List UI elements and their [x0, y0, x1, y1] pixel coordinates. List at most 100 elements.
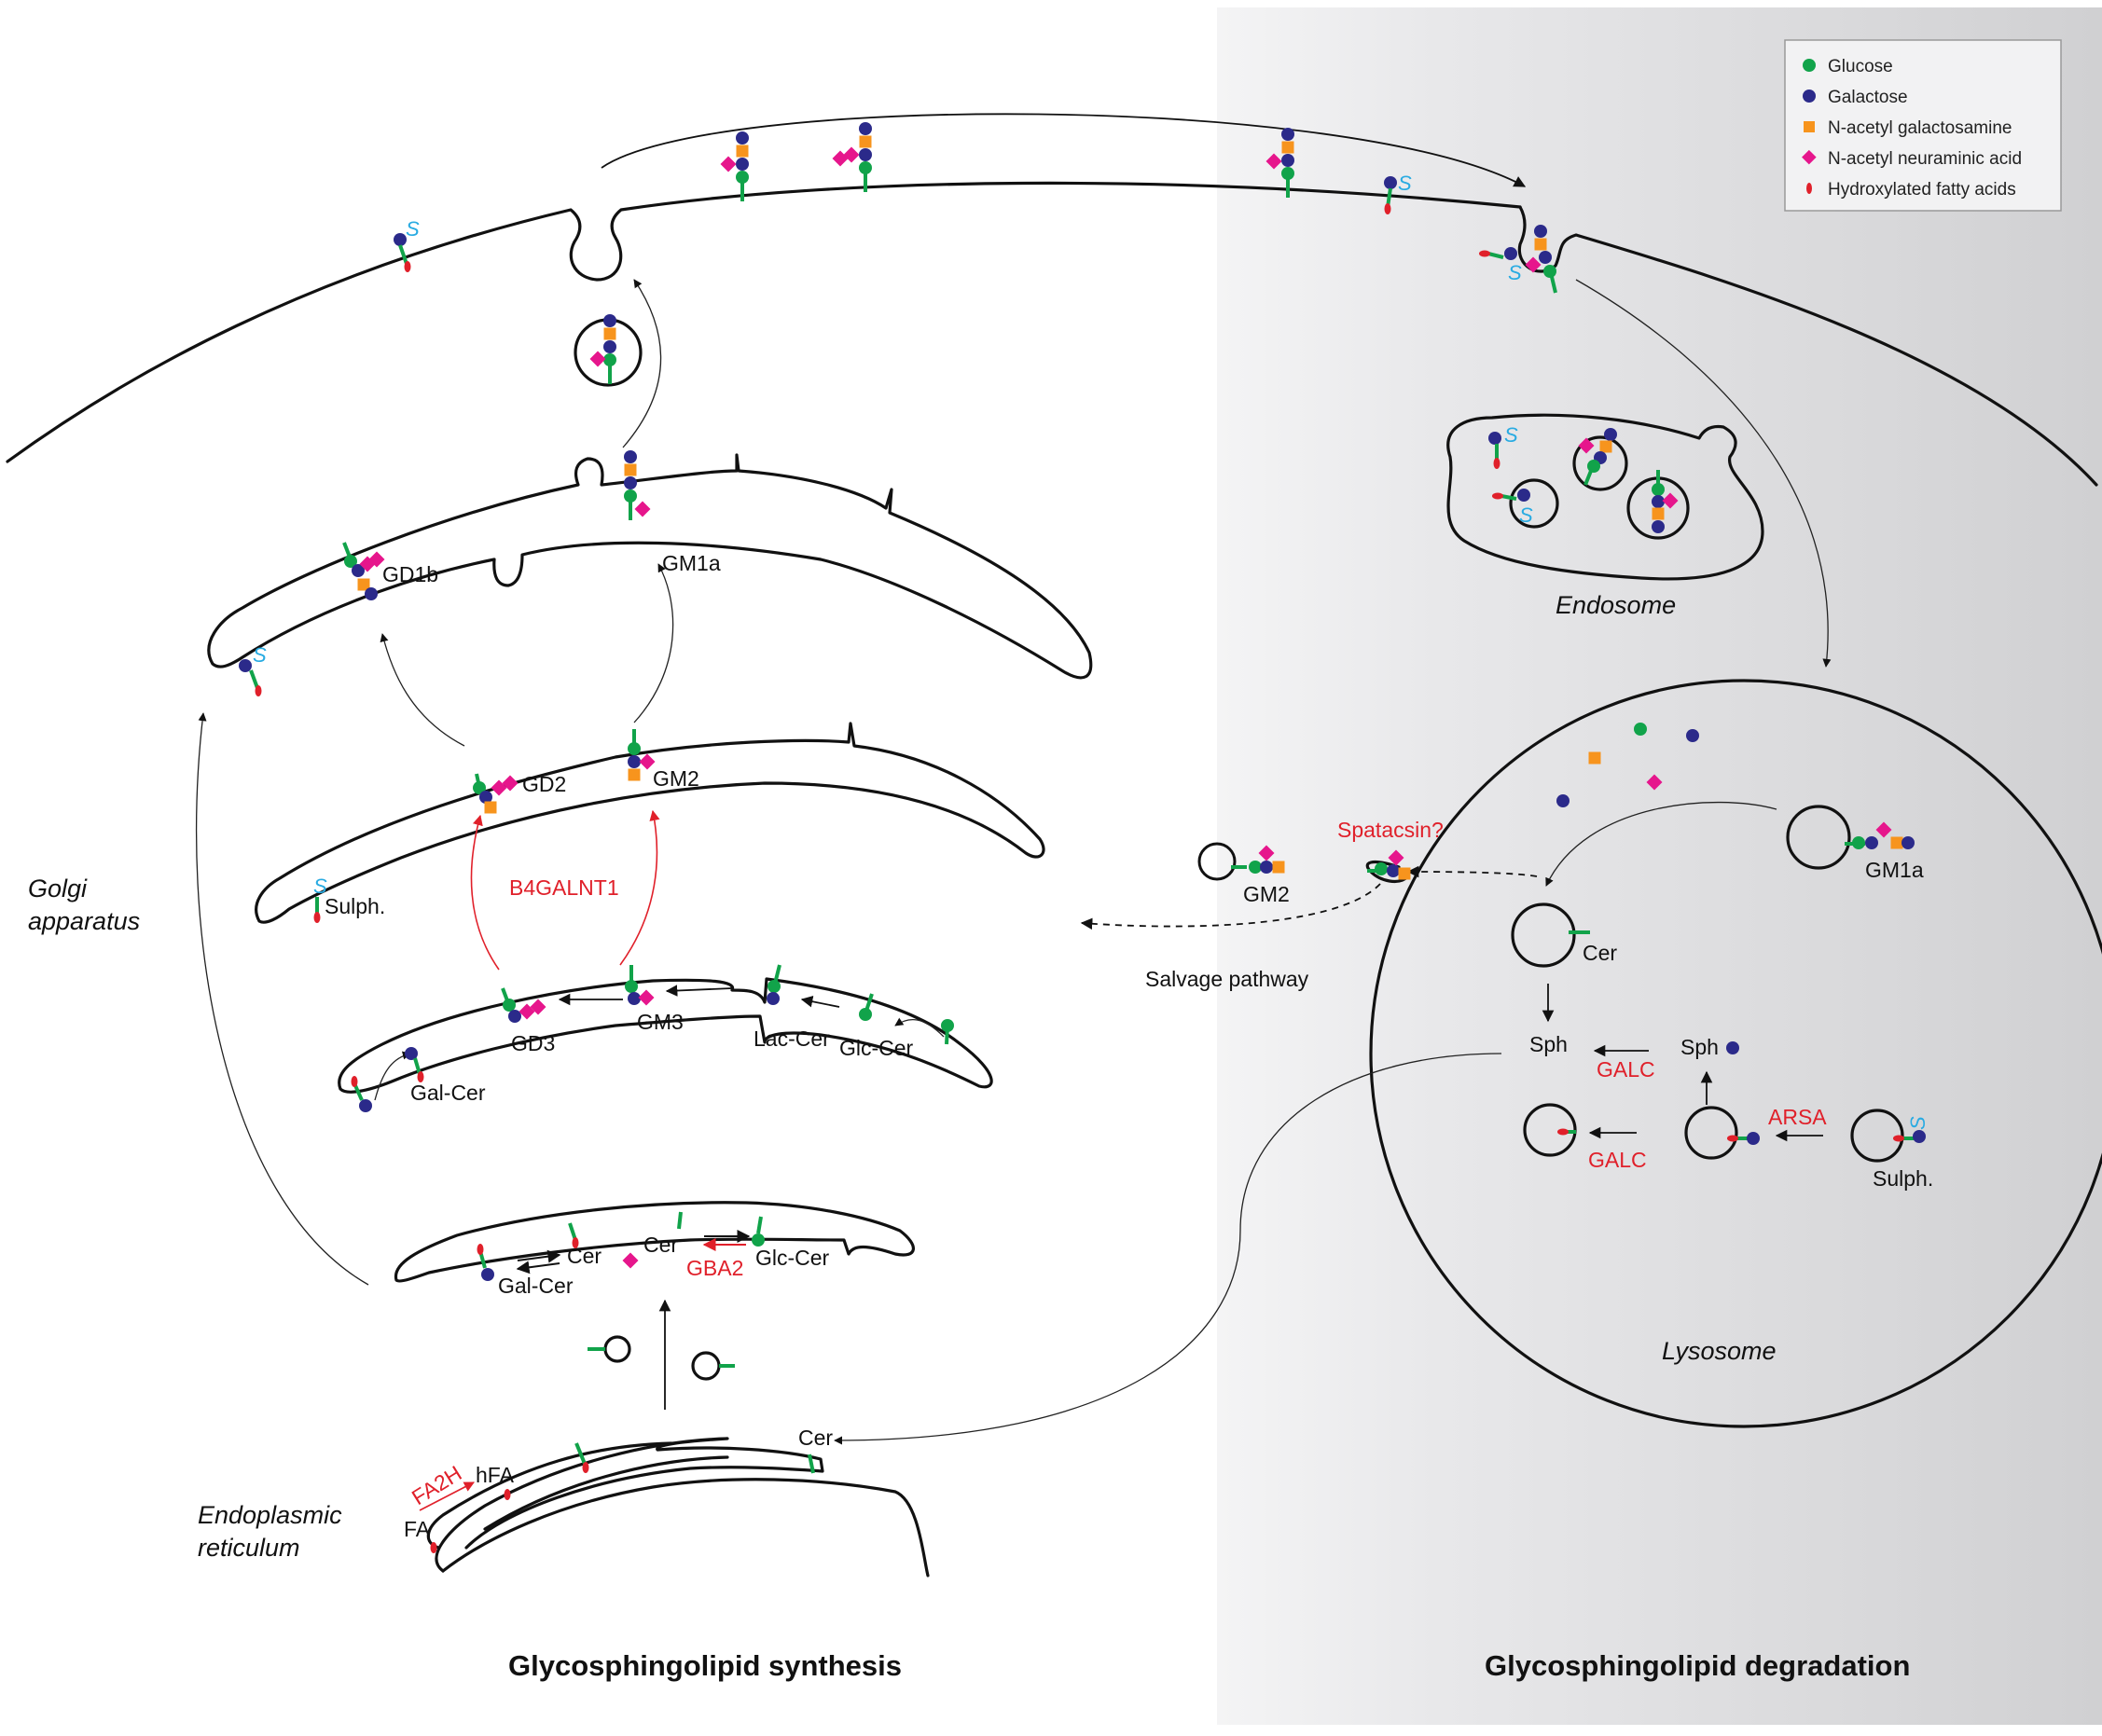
galactose-symbol	[1556, 794, 1570, 807]
legend-label: N-acetyl galactosamine	[1828, 118, 2012, 138]
galnac-symbol	[624, 463, 637, 476]
galactose-symbol	[1384, 176, 1397, 189]
hydroxylated-fatty-acid	[504, 1489, 511, 1500]
galactose-symbol	[239, 659, 252, 672]
label-gm2-free: GM2	[1243, 882, 1290, 906]
glucose-symbol	[1852, 836, 1865, 849]
glucose-symbol	[603, 353, 616, 366]
hydroxylated-fatty-acid	[1557, 1128, 1569, 1136]
er-vesicle-1	[603, 1335, 631, 1363]
label-lys-sph-left: Sph	[1529, 1032, 1568, 1056]
galactose-symbol	[624, 450, 637, 463]
hydroxylated-fatty-acid	[404, 261, 411, 272]
sulfate-symbol: S	[1398, 172, 1412, 195]
hydroxylated-fatty-acid	[255, 685, 262, 696]
legend-label: Glucose	[1828, 57, 1893, 76]
degradation-background	[1217, 7, 2102, 1725]
ceramide-tail	[574, 1442, 587, 1465]
glucose-symbol	[473, 781, 486, 794]
glucose-symbol	[503, 999, 516, 1012]
galactose-symbol	[1281, 128, 1294, 141]
ceramide-tail	[1583, 470, 1593, 486]
galactose-symbol	[624, 476, 637, 489]
hydroxylated-fatty-acid	[477, 1244, 484, 1255]
enzyme-spatacsin: Spatacsin?	[1337, 818, 1444, 842]
galactose-symbol	[1260, 861, 1273, 874]
neu5ac-symbol	[634, 501, 651, 517]
ceramide-tail	[568, 1222, 577, 1241]
neu5ac-symbol	[832, 150, 849, 167]
label-lys-cer: Cer	[1583, 941, 1617, 965]
galactose-symbol	[1913, 1130, 1926, 1143]
galactose-symbol	[359, 1099, 372, 1112]
label-salvage-pathway: Salvage pathway	[1145, 967, 1309, 991]
glucose-symbol	[736, 171, 749, 184]
enzyme-galc-bottom: GALC	[1588, 1148, 1647, 1172]
neu5ac-symbol	[622, 1252, 639, 1269]
arrow-cer-to-gal	[516, 1261, 560, 1274]
galactose-symbol	[603, 340, 616, 353]
glucose-symbol	[752, 1233, 765, 1247]
neu5ac-symbol	[1258, 845, 1275, 861]
galactose-symbol	[859, 122, 872, 135]
galactose-symbol	[1747, 1132, 1760, 1145]
label-er-line1: Endoplasmic	[198, 1501, 342, 1529]
neu5ac-symbol	[1875, 821, 1892, 838]
galnac-symbol	[859, 135, 872, 148]
neu5ac-symbol	[491, 779, 507, 796]
galactose-symbol	[736, 158, 749, 171]
hydroxylated-fatty-acid	[417, 1071, 424, 1082]
galactose-symbol	[1517, 489, 1530, 502]
galactose-symbol	[1539, 251, 1552, 264]
galnac-symbol	[603, 327, 616, 340]
glucose-symbol	[859, 1008, 872, 1021]
legend-glucose-icon	[1803, 59, 1816, 72]
galactose-symbol	[352, 564, 365, 577]
galnac-symbol	[1890, 836, 1903, 849]
golgi-cisterna-medial	[255, 722, 1045, 924]
galnac-symbol	[1599, 440, 1612, 453]
label-lys-sulph: Sulph.	[1873, 1166, 1933, 1191]
label-cis-gal-cer: Gal-Cer	[498, 1274, 574, 1298]
label-endosome: Endosome	[1556, 591, 1676, 619]
ceramide-tail	[864, 993, 874, 1012]
enzyme-arsa: ARSA	[1768, 1105, 1827, 1129]
label-gm2: GM2	[653, 766, 699, 791]
glucose-symbol	[1587, 460, 1600, 473]
galactose-symbol	[603, 314, 616, 327]
sulfate-symbol: S	[1504, 423, 1518, 447]
lysosome	[1369, 679, 2102, 1428]
gm2-vesicle	[1197, 842, 1237, 881]
ceramide-tail	[249, 669, 259, 689]
er-vesicle-2	[691, 1351, 721, 1381]
label-lac-cer: Lac-Cer	[754, 1026, 830, 1051]
legend-galactose-icon	[1803, 90, 1816, 103]
galactose-symbol	[1387, 864, 1400, 877]
title-synthesis: Glycosphingolipid synthesis	[508, 1649, 902, 1682]
glucose-symbol	[1375, 862, 1388, 875]
ceramide-tail	[413, 1057, 422, 1075]
label-gm3: GM3	[637, 1010, 684, 1034]
label-glc-cer: Glc-Cer	[839, 1036, 914, 1060]
galnac-symbol	[1588, 751, 1601, 765]
label-lysosome: Lysosome	[1662, 1337, 1777, 1365]
title-degradation: Glycosphingolipid degradation	[1485, 1649, 1910, 1682]
hydroxylated-fatty-acid	[1493, 458, 1500, 469]
label-hfa: hFA	[476, 1463, 515, 1487]
neu5ac-symbol	[519, 1003, 535, 1020]
label-gd3: GD3	[511, 1031, 555, 1055]
sulfate-symbol: S	[1508, 261, 1522, 284]
galactose-symbol	[1488, 432, 1501, 445]
label-golgi-line2: apparatus	[28, 907, 140, 935]
enzyme-b4galnt1: B4GALNT1	[509, 875, 619, 900]
neu5ac-symbol	[359, 556, 376, 572]
hydroxylated-fatty-acid	[430, 1542, 437, 1553]
ceramide-tail	[1550, 276, 1557, 294]
sulfate-symbol: S	[313, 875, 327, 898]
plasma-membrane	[6, 113, 2098, 487]
legend-label: Galactose	[1828, 88, 1908, 107]
label-cis-cer-right: Cer	[643, 1233, 678, 1257]
